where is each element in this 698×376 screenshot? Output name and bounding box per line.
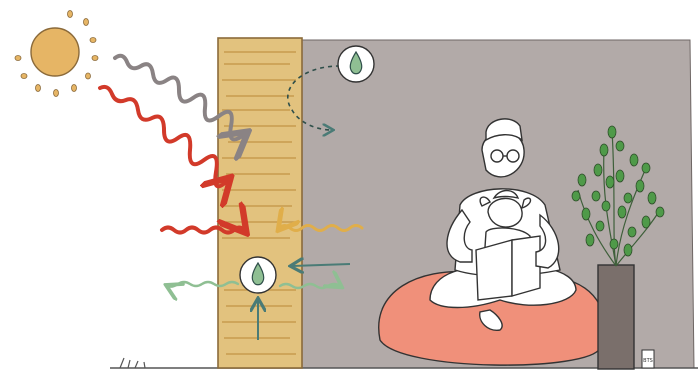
wood-wall [218, 38, 302, 368]
sun-icon [15, 11, 98, 97]
water-drop-icon-wall [240, 257, 276, 293]
water-drop-icon-top [338, 46, 374, 82]
heat-arrow-red-diagonal [100, 87, 228, 187]
stamp: BTS [642, 350, 654, 368]
plant-pot [598, 265, 634, 369]
stamp-text: BTS [643, 358, 653, 364]
